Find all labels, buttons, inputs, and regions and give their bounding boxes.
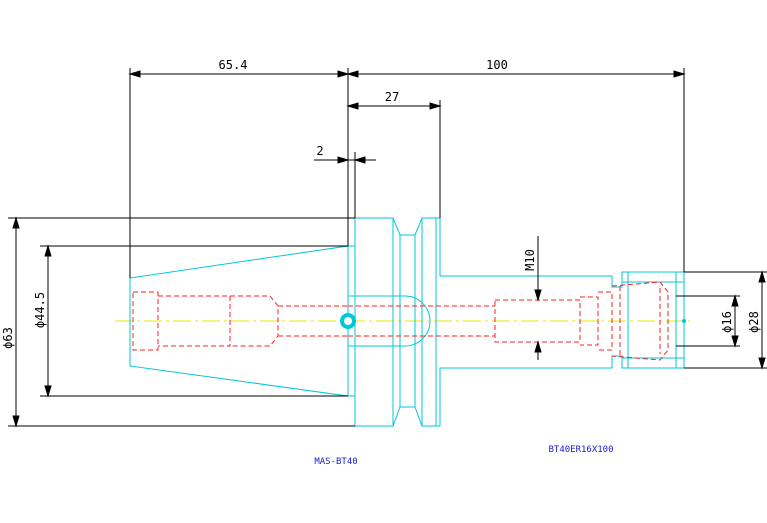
dim-phi44-5: ϕ44.5 bbox=[33, 292, 47, 328]
dim-100: 100 bbox=[486, 58, 508, 72]
holder-outline bbox=[129, 217, 685, 427]
hidden-lines bbox=[132, 281, 669, 361]
dim-m10: M10 bbox=[523, 249, 537, 271]
dim-phi28: ϕ28 bbox=[747, 311, 761, 333]
holder-label: BT40ER16X100 bbox=[548, 445, 613, 455]
pull-stud-label: MAS-BT40 bbox=[314, 457, 357, 467]
dimension-lines bbox=[8, 68, 767, 428]
dim-phi63: ϕ63 bbox=[1, 327, 15, 349]
dim-27: 27 bbox=[385, 90, 399, 104]
dim-2: 2 bbox=[316, 144, 323, 158]
dim-65-4: 65.4 bbox=[219, 58, 248, 72]
dim-phi16: ϕ16 bbox=[720, 311, 734, 333]
